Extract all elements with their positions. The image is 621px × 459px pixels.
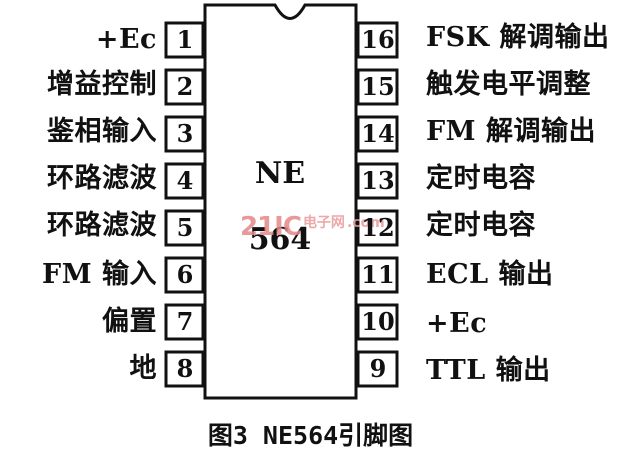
- pin-label-12: 定时电容: [426, 210, 536, 241]
- pin-number-3: 3: [176, 119, 194, 148]
- pin-box-14: [356, 115, 399, 153]
- pin-label-11: ECL 输出: [426, 259, 554, 290]
- pin-number-7: 7: [176, 307, 194, 336]
- watermark-main: 21IC: [240, 212, 302, 242]
- pin-label-2: 增益控制: [47, 69, 157, 100]
- pin-box-4: [164, 162, 205, 200]
- pin-box-1: [164, 21, 205, 59]
- pin-label-6: FM 输入: [42, 259, 157, 290]
- pin-box-12: [356, 209, 399, 247]
- pin-number-16: 16: [361, 25, 395, 54]
- pin-number-13: 13: [361, 166, 395, 195]
- pin-box-2: [164, 68, 205, 106]
- pin-number-12: 12: [361, 213, 395, 242]
- pin-number-9: 9: [369, 354, 387, 383]
- pin-label-3: 鉴相输入: [47, 116, 157, 147]
- pin-box-11: [356, 256, 399, 294]
- chip-body: [203, 3, 358, 400]
- pin-label-15: 触发电平调整: [426, 69, 591, 100]
- pin-label-13: 定时电容: [426, 163, 536, 194]
- pin-box-5: [164, 209, 205, 247]
- figure-caption: 图3 NE564引脚图: [207, 421, 414, 450]
- pin-box-8: [164, 350, 205, 388]
- watermark-sub: 电子网: [302, 215, 345, 231]
- pin-box-9: [356, 350, 399, 388]
- pin-label-16: FSK 解调输出: [426, 22, 610, 53]
- pin-label-8: 地: [129, 353, 157, 384]
- chip-name-line2: 564: [248, 222, 312, 257]
- right-pin-boxes: [356, 21, 399, 388]
- pin-box-10: [356, 303, 399, 341]
- pin-label-10: +Ec: [426, 308, 488, 339]
- pin-number-15: 15: [361, 72, 395, 101]
- pin-number-4: 4: [176, 166, 194, 195]
- pin-label-5: 环路滤波: [47, 210, 157, 241]
- pin-number-14: 14: [361, 119, 395, 148]
- pin-label-4: 环路滤波: [47, 163, 157, 194]
- pin-label-14: FM 解调输出: [426, 116, 596, 147]
- watermark-domain: .com: [346, 215, 385, 231]
- pin-number-1: 1: [176, 25, 194, 54]
- pin-number-8: 8: [176, 354, 194, 383]
- chip-name-line1: NE: [254, 156, 306, 191]
- pin-label-9: TTL 输出: [426, 355, 551, 386]
- pin-box-13: [356, 162, 399, 200]
- pin-number-10: 10: [361, 307, 395, 336]
- pin-number-5: 5: [176, 213, 194, 242]
- pin-number-6: 6: [176, 260, 194, 289]
- pin-number-2: 2: [176, 72, 194, 101]
- pin-box-6: [164, 256, 205, 294]
- left-pin-boxes: [164, 21, 205, 388]
- pin-box-16: [356, 21, 399, 59]
- pin-number-11: 11: [361, 260, 395, 289]
- pin-label-1: +Ec: [95, 24, 157, 55]
- pin-box-7: [164, 303, 205, 341]
- pin-box-15: [356, 68, 399, 106]
- pin-box-3: [164, 115, 205, 153]
- pin-label-7: 偏置: [102, 306, 157, 337]
